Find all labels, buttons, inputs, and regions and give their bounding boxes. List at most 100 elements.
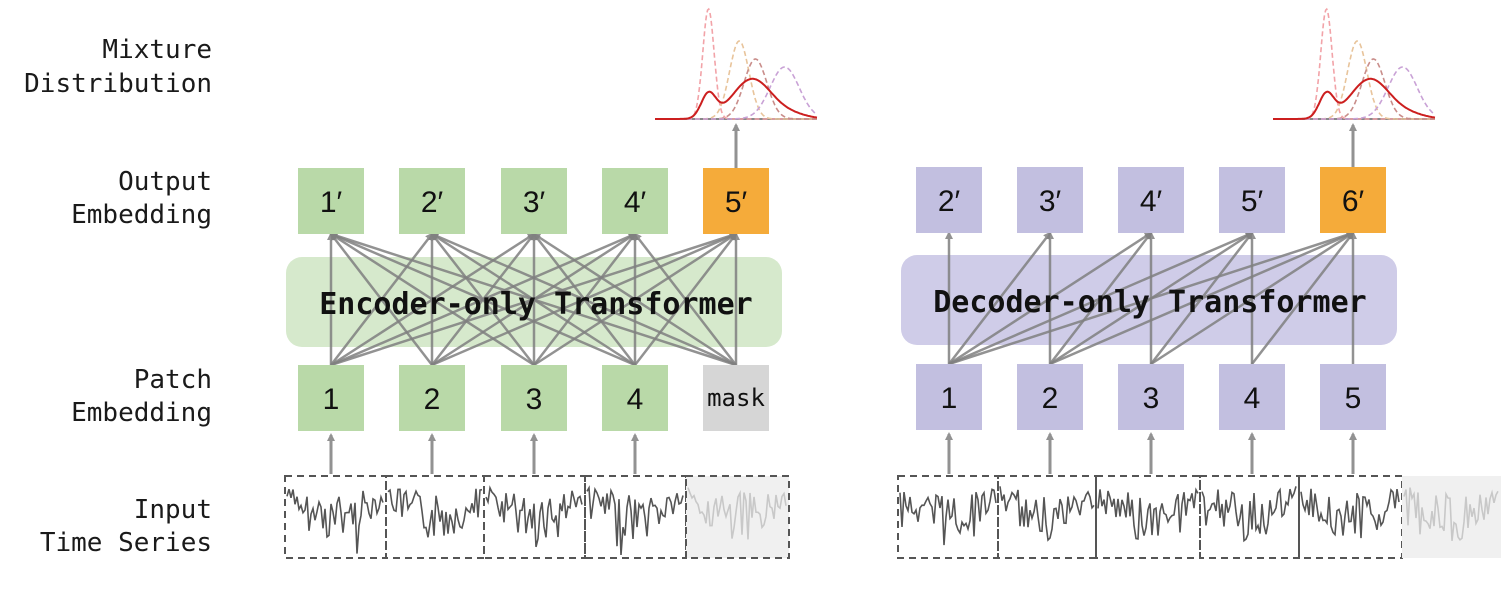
enc-waveform-3	[485, 485, 583, 548]
enc-component-1	[655, 7, 817, 120]
enc-output-3-label: 3′	[523, 186, 546, 219]
dec-patch-4-label: 4	[1244, 382, 1261, 415]
enc-attn-3-1	[329, 232, 535, 367]
dec-output-4-box	[1219, 167, 1285, 233]
dec-component-2	[1273, 40, 1435, 120]
enc-segment-masked-bg	[686, 476, 789, 558]
dec-patch-5-label: 5	[1345, 382, 1362, 415]
dec-patch-2-box	[1017, 364, 1083, 430]
enc-segment-5	[685, 475, 790, 559]
enc-segment-1	[284, 475, 387, 559]
dec-output-5-label: 6′	[1342, 185, 1365, 218]
encoder-input-time-series	[284, 433, 790, 559]
enc-segment-3	[483, 475, 586, 559]
row-label-input: Input Time Series	[40, 495, 212, 558]
enc-mixture-curve	[655, 77, 818, 120]
dec-waveform-1	[899, 488, 997, 546]
enc-patch-1-box	[298, 365, 364, 431]
enc-waveform-4	[586, 485, 684, 556]
dec-output-2-box	[1017, 167, 1083, 233]
row-label-mixture-line2: Distribution	[24, 69, 212, 99]
enc-output-3-box	[501, 168, 567, 234]
decoder-input-time-series	[897, 432, 1501, 559]
enc-waveform-5	[687, 487, 787, 540]
encoder-attention-lines	[327, 232, 740, 367]
dec-waveform-4	[1201, 486, 1297, 543]
dec-segment-3	[1095, 475, 1201, 559]
enc-attn-4-1	[329, 232, 636, 367]
dec-waveform-2	[999, 486, 1095, 542]
dec-attn-1-2	[948, 231, 1052, 365]
enc-output-1-box	[298, 168, 364, 234]
row-label-output-line2: Embedding	[71, 200, 212, 230]
dec-output-5-box	[1320, 167, 1386, 233]
enc-output-4-label: 4′	[624, 186, 647, 219]
enc-segment-4	[584, 475, 687, 559]
encoder-mixture-distribution	[655, 7, 818, 168]
enc-patch-3-box	[501, 365, 567, 431]
row-label-patch: Patch Embedding	[71, 365, 212, 428]
enc-waveform-1	[286, 488, 384, 554]
enc-patch-2-box	[399, 365, 465, 431]
enc-output-1-label: 1′	[320, 186, 343, 219]
decoder-output-embeddings: 2′ 3′ 4′ 5′ 6′	[916, 167, 1386, 233]
enc-patch-4-label: 4	[627, 383, 644, 416]
dec-waveform-5	[1300, 488, 1400, 539]
dec-output-4-label: 5′	[1241, 185, 1264, 218]
enc-patch-3-label: 3	[526, 383, 543, 416]
enc-patch-5-label: mask	[707, 384, 765, 412]
dec-patch-3-box	[1118, 364, 1184, 430]
row-label-output-line1: Output	[118, 167, 212, 197]
dec-waveform-6	[1403, 487, 1499, 541]
enc-attn-5-1	[329, 232, 737, 367]
row-label-output: Output Embedding	[71, 167, 212, 230]
dec-attn-3-4	[1150, 231, 1254, 365]
row-label-input-line2: Time Series	[40, 528, 212, 558]
enc-output-2-label: 2′	[421, 186, 444, 219]
dec-component-1	[1273, 7, 1435, 120]
dec-output-1-box	[916, 167, 982, 233]
enc-patch-2-label: 2	[424, 383, 441, 416]
row-label-input-line1: Input	[134, 495, 212, 525]
dec-output-1-label: 2′	[938, 185, 961, 218]
enc-output-5-box	[703, 168, 769, 234]
dec-output-3-box	[1118, 167, 1184, 233]
row-label-patch-line1: Patch	[134, 365, 212, 395]
dec-patch-1-box	[916, 364, 982, 430]
dec-segment-5	[1298, 475, 1403, 559]
dec-patch-4-box	[1219, 364, 1285, 430]
dec-output-3-label: 4′	[1140, 185, 1163, 218]
enc-attn-5-3	[532, 232, 737, 367]
enc-waveform-2	[387, 488, 483, 538]
row-label-mixture-line1: Mixture	[102, 35, 212, 65]
encoder-title: Encoder-only Transformer	[319, 287, 752, 322]
dec-segment-4	[1199, 475, 1300, 559]
enc-component-2	[655, 40, 817, 120]
dec-patch-2-label: 2	[1042, 382, 1059, 415]
row-label-mixture: Mixture Distribution	[24, 35, 212, 99]
decoder-mixture-distribution	[1273, 7, 1436, 167]
dec-attn-4-5	[1251, 231, 1355, 365]
row-label-patch-line2: Embedding	[71, 398, 212, 428]
dec-segment-2	[997, 475, 1097, 559]
dec-attn-2-3	[1049, 231, 1153, 365]
enc-output-5-label: 5′	[725, 186, 748, 219]
dec-segment-1	[897, 475, 999, 559]
dec-mixture-curve	[1273, 77, 1436, 120]
enc-attn-2-1	[329, 232, 433, 366]
enc-output-4-box	[602, 168, 668, 234]
dec-output-2-label: 3′	[1039, 185, 1062, 218]
dec-patch-5-box	[1320, 364, 1386, 430]
enc-attn-5-4	[633, 232, 737, 366]
enc-attn-5-2	[430, 232, 737, 367]
enc-patch-4-box	[602, 365, 668, 431]
enc-patch-5-box	[703, 365, 769, 431]
decoder-attention-lines	[945, 231, 1357, 366]
dec-waveform-3	[1097, 487, 1199, 540]
enc-output-2-box	[399, 168, 465, 234]
